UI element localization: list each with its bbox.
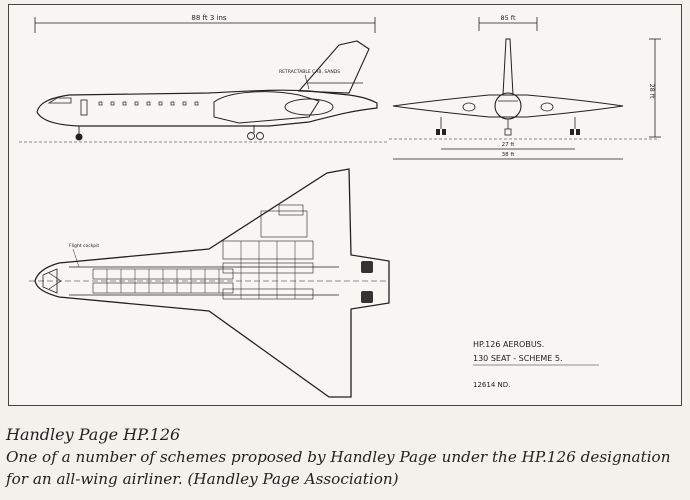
caption-title: Handley Page HP.126 [6, 425, 181, 444]
caption-body: One of a number of schemes proposed by H… [6, 448, 671, 488]
fuselage-side [36, 89, 378, 127]
height-label: 28 ft [648, 83, 656, 99]
engine-nacelle [284, 98, 334, 116]
length-label: 88 ft 3 ins [191, 14, 227, 22]
drawing-title: HP.126 AEROBUS. [473, 340, 544, 349]
engine-plan-lower [361, 291, 373, 303]
wing-planform [34, 168, 390, 398]
drawing-number: 12614 ND. [473, 381, 510, 389]
cockpit-note: Flight cockpit [69, 243, 99, 249]
retractable-cone-note: RETRACTABLE CAB. SANDS [279, 69, 340, 75]
track-b-label: 38 ft [502, 152, 516, 158]
drawing-subtitle: 130 SEAT - SCHEME 5. [473, 354, 563, 363]
plan-view: Flight cockpit [29, 168, 390, 398]
tail-fin [297, 40, 370, 94]
seat-rows-wing [222, 204, 314, 300]
title-block: HP.126 AEROBUS. 130 SEAT - SCHEME 5. 126… [473, 340, 599, 389]
span-top-label: 85 ft [500, 14, 516, 22]
caption: Handley Page HP.126 One of a number of s… [6, 424, 686, 490]
aircraft-drawing-svg: 88 ft 3 ins [19, 14, 661, 398]
technical-drawing: 88 ft 3 ins [8, 4, 682, 406]
track-a-label: 27 ft [502, 142, 516, 148]
side-view: 88 ft 3 ins [19, 14, 389, 143]
engine-plan-upper [361, 261, 373, 273]
seat-rows-forward [92, 268, 234, 294]
passenger-windows [98, 101, 199, 106]
undercarriage-side [75, 125, 264, 141]
front-view: 85 ft [389, 14, 661, 160]
fuselage-front [494, 92, 522, 120]
